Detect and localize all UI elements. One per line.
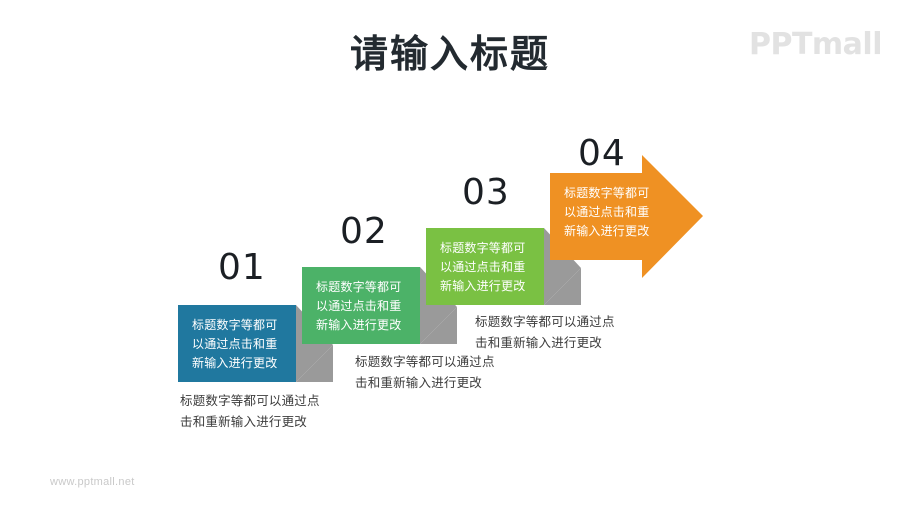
step-02[interactable]: 标题数字等都可 以通过点击和重 新输入进行更改 (302, 267, 487, 347)
step-04-number: 04 (578, 133, 626, 174)
step-02-shape (302, 267, 457, 344)
step-01-caption: 标题数字等都可以通过点 击和重新输入进行更改 (180, 394, 320, 429)
step-04-arrow-shape (550, 155, 703, 278)
step-04[interactable]: 标题数字等都可 以通过点击和重 新输入进行更改 (550, 155, 715, 285)
step-02-inner-text: 标题数字等都可 以通过点击和重 新输入进行更改 (316, 280, 402, 332)
step-01[interactable]: 标题数字等都可 以通过点击和重 新输入进行更改 (178, 305, 363, 385)
pptmall-logo: PPTmall (748, 27, 883, 62)
step-03-caption: 标题数字等都可以通过点 击和重新输入进行更改 (475, 315, 615, 350)
step-04-inner-text: 标题数字等都可 以通过点击和重 新输入进行更改 (564, 186, 650, 238)
step-03-inner-text: 标题数字等都可 以通过点击和重 新输入进行更改 (440, 241, 526, 293)
step-01-inner-text: 标题数字等都可 以通过点击和重 新输入进行更改 (192, 318, 278, 370)
step-03-number: 03 (462, 172, 510, 213)
page-title: 请输入标题 (349, 34, 550, 76)
step-03[interactable]: 标题数字等都可 以通过点击和重 新输入进行更改 (426, 228, 611, 308)
step-02-number: 02 (340, 211, 388, 252)
step-02-caption: 标题数字等都可以通过点 击和重新输入进行更改 (355, 355, 495, 390)
step-01-number: 01 (218, 247, 266, 288)
footer-url: www.pptmall.net (50, 476, 135, 488)
